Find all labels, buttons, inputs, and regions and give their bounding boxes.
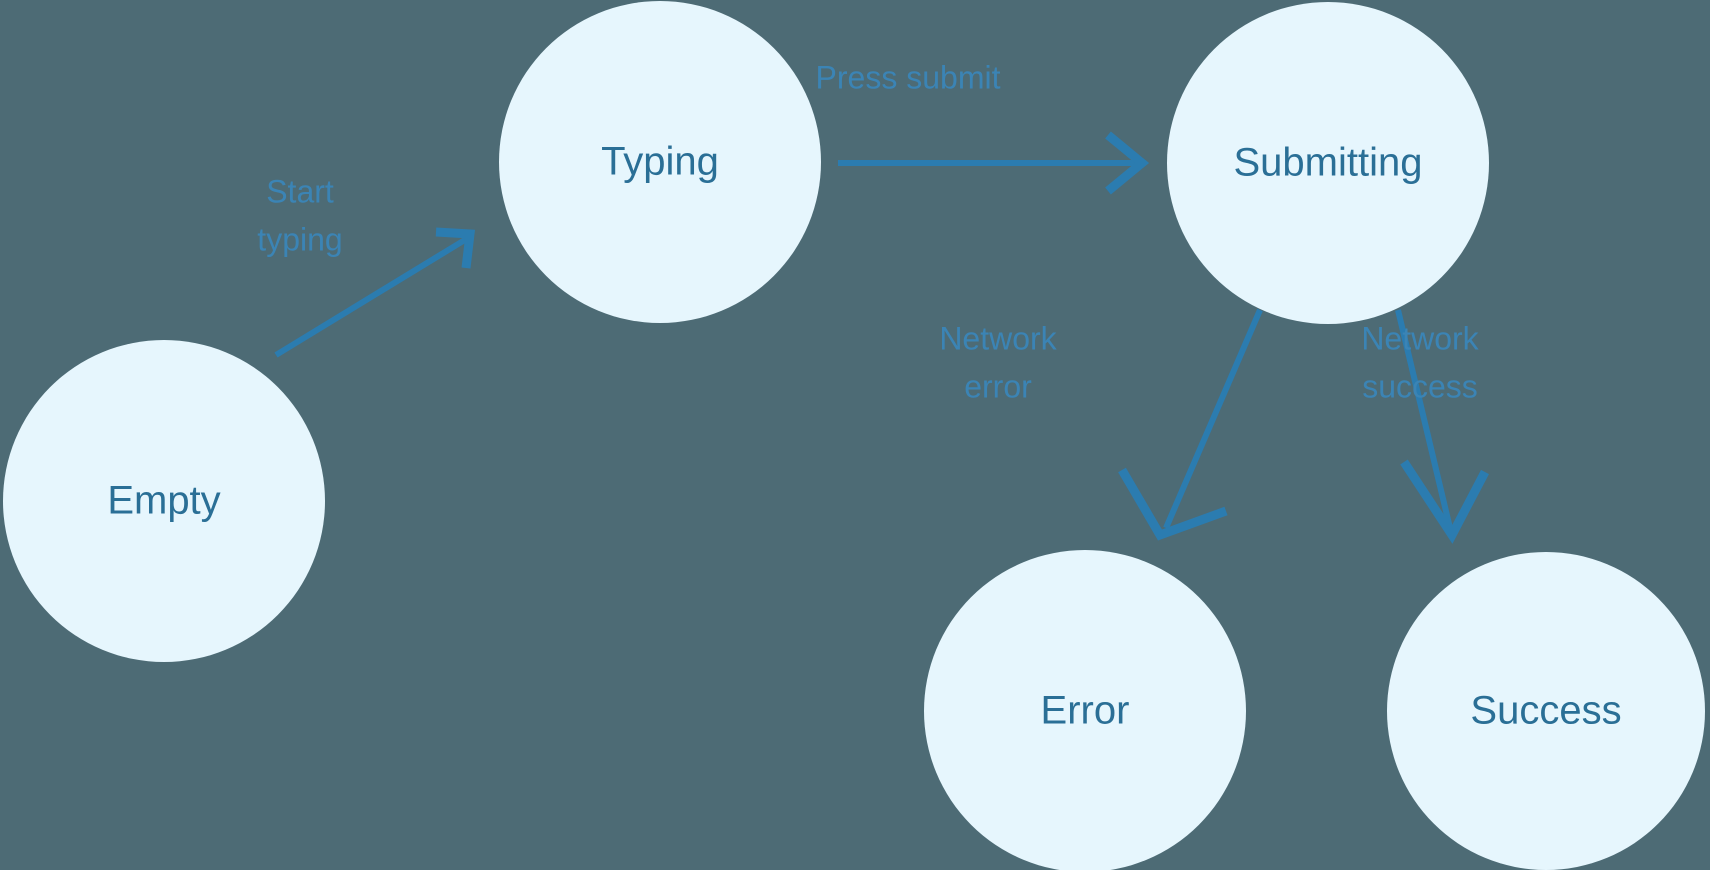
edge-submitting-to-error-arrowhead	[1118, 467, 1228, 541]
edge-submitting-to-success-line	[1395, 309, 1453, 529]
state-node-success[interactable]: Success	[1387, 552, 1705, 870]
state-node-submitting[interactable]: Submitting	[1167, 2, 1489, 324]
state-node-error[interactable]: Error	[924, 550, 1246, 870]
edge-label-press-submit: Press submit	[816, 59, 1001, 95]
state-node-submitting-circle[interactable]	[1167, 2, 1489, 324]
state-node-typing-circle[interactable]	[499, 1, 821, 323]
state-node-typing[interactable]: Typing	[499, 1, 821, 323]
edge-label-network-error-line2: error	[964, 368, 1032, 404]
edge-label-start-typing-line1: Start	[266, 173, 334, 209]
edge-submitting-to-success-arrowhead	[1400, 459, 1489, 544]
edge-label-network-error-line1: Network	[939, 320, 1057, 356]
edge-typing-to-submitting	[838, 131, 1150, 195]
edge-label-network-success-line2: success	[1362, 368, 1478, 404]
edge-label-start-typing-line2: typing	[257, 221, 342, 257]
state-node-error-label: Error	[1041, 689, 1130, 733]
state-node-typing-label: Typing	[601, 140, 719, 184]
state-node-success-label: Success	[1470, 689, 1621, 733]
edge-submitting-to-error-line	[1163, 308, 1263, 530]
state-node-submitting-label: Submitting	[1234, 141, 1423, 185]
edge-empty-to-typing-arrowhead	[435, 227, 476, 269]
state-node-success-circle[interactable]	[1387, 552, 1705, 870]
edge-typing-to-submitting-arrowhead	[1105, 131, 1150, 195]
edge-empty-to-typing	[274, 227, 476, 358]
state-node-error-circle[interactable]	[924, 550, 1246, 870]
edge-submitting-to-success	[1395, 309, 1489, 544]
state-node-empty[interactable]: Empty	[3, 340, 325, 662]
state-node-empty-label: Empty	[107, 479, 220, 523]
state-node-empty-circle[interactable]	[3, 340, 325, 662]
edge-submitting-to-error	[1118, 308, 1263, 541]
edge-empty-to-typing-line	[274, 235, 470, 358]
edge-label-network-success-line1: Network	[1361, 320, 1479, 356]
